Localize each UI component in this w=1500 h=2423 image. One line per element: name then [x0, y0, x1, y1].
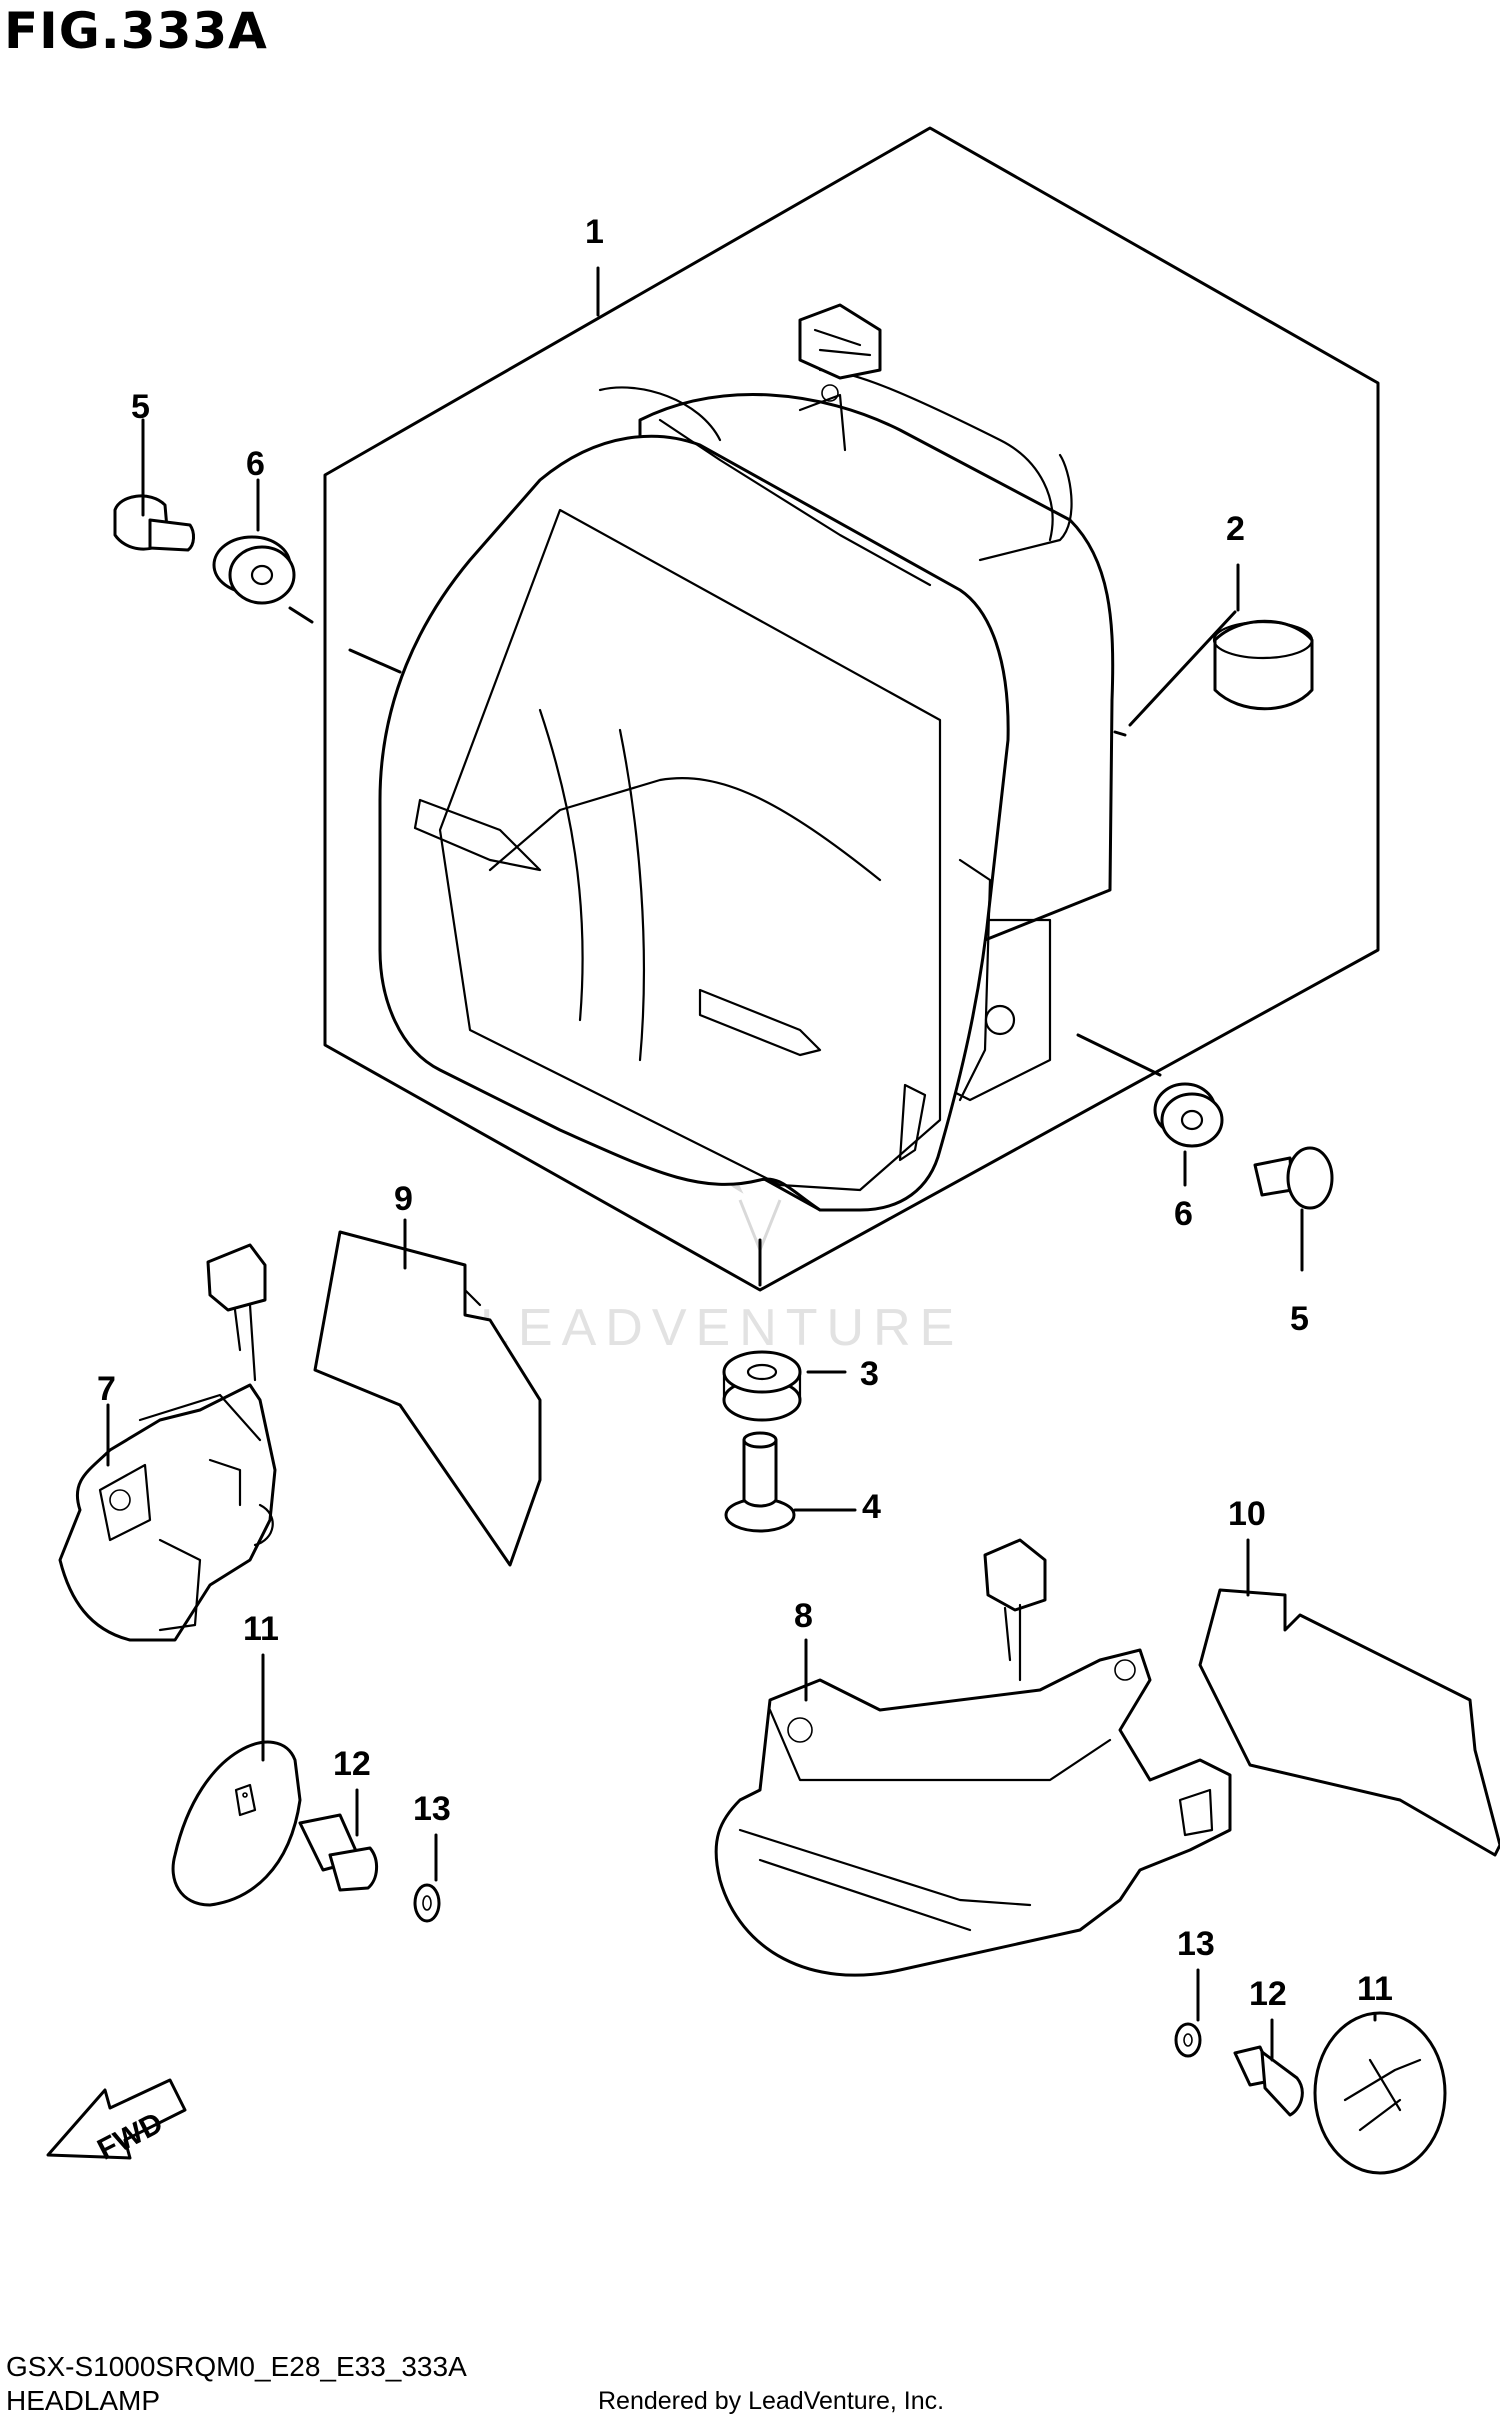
- fwd-direction-arrow: FWD: [46, 2078, 187, 2167]
- figure-title: FIG.333A: [4, 2, 268, 60]
- callout-numbers: 1 2 3 4 5 5 6 6 7 8 9 10 11 11 12 12 13 …: [97, 213, 1393, 2013]
- callout-5-left: 5: [131, 388, 150, 426]
- part-3-grommet: [722, 1350, 802, 1422]
- model-code: GSX-S1000SRQM0_E28_E33_333A: [6, 2351, 467, 2382]
- callout-5-right: 5: [1290, 1300, 1309, 1338]
- callout-9: 9: [394, 1180, 413, 1218]
- part-13-washer-right: [1174, 2022, 1202, 2058]
- part-2-cap: [1212, 619, 1314, 711]
- part-11-lens-cap-right: [1313, 2011, 1447, 2175]
- part-5-screw-left: [113, 494, 195, 552]
- part-4-bolt: [724, 1431, 796, 1533]
- part-13-washer-left: [413, 1883, 441, 1923]
- part-7-position-lamp: [58, 1243, 277, 1642]
- part-12-spacer-right: [1233, 2045, 1304, 2117]
- callout-13-right: 13: [1177, 1925, 1215, 1963]
- callout-12-left: 12: [333, 1745, 371, 1783]
- part-12-spacer-left: [298, 1813, 378, 1892]
- headlamp-housing: [378, 303, 1115, 1212]
- callout-6-left: 6: [246, 445, 265, 483]
- callout-10: 10: [1228, 1495, 1266, 1533]
- callout-2: 2: [1226, 510, 1245, 548]
- watermark-logo: LEADVENTURE: [480, 1082, 963, 1357]
- part-6-grommet-left: [212, 535, 296, 605]
- part-8-position-lamp: [714, 1538, 1232, 1977]
- render-credit: Rendered by LeadVenture, Inc.: [598, 2387, 945, 2415]
- part-11-lens-cap-left: [171, 1740, 302, 1907]
- leader-lines: [106, 266, 1377, 2062]
- callout-12-right: 12: [1249, 1975, 1287, 2013]
- callout-7: 7: [97, 1370, 116, 1408]
- callout-11-left: 11: [243, 1610, 279, 1648]
- assembly-box-outline: [323, 126, 1380, 1292]
- part-5-screw-right: [1253, 1146, 1334, 1210]
- part-9-cover-sheet: [313, 1230, 542, 1567]
- callout-4: 4: [862, 1488, 881, 1526]
- callout-11-right: 11: [1357, 1970, 1393, 2008]
- part-10-cover-sheet: [1198, 1588, 1500, 1857]
- section-name: HEADLAMP: [6, 2385, 161, 2416]
- callout-1: 1: [585, 213, 604, 251]
- callout-8: 8: [794, 1597, 813, 1635]
- callout-6-right: 6: [1174, 1195, 1193, 1233]
- part-6-grommet-right: [1153, 1082, 1224, 1148]
- callout-13-left: 13: [413, 1790, 451, 1828]
- callout-3: 3: [860, 1355, 879, 1393]
- watermark-text: LEADVENTURE: [480, 1299, 963, 1357]
